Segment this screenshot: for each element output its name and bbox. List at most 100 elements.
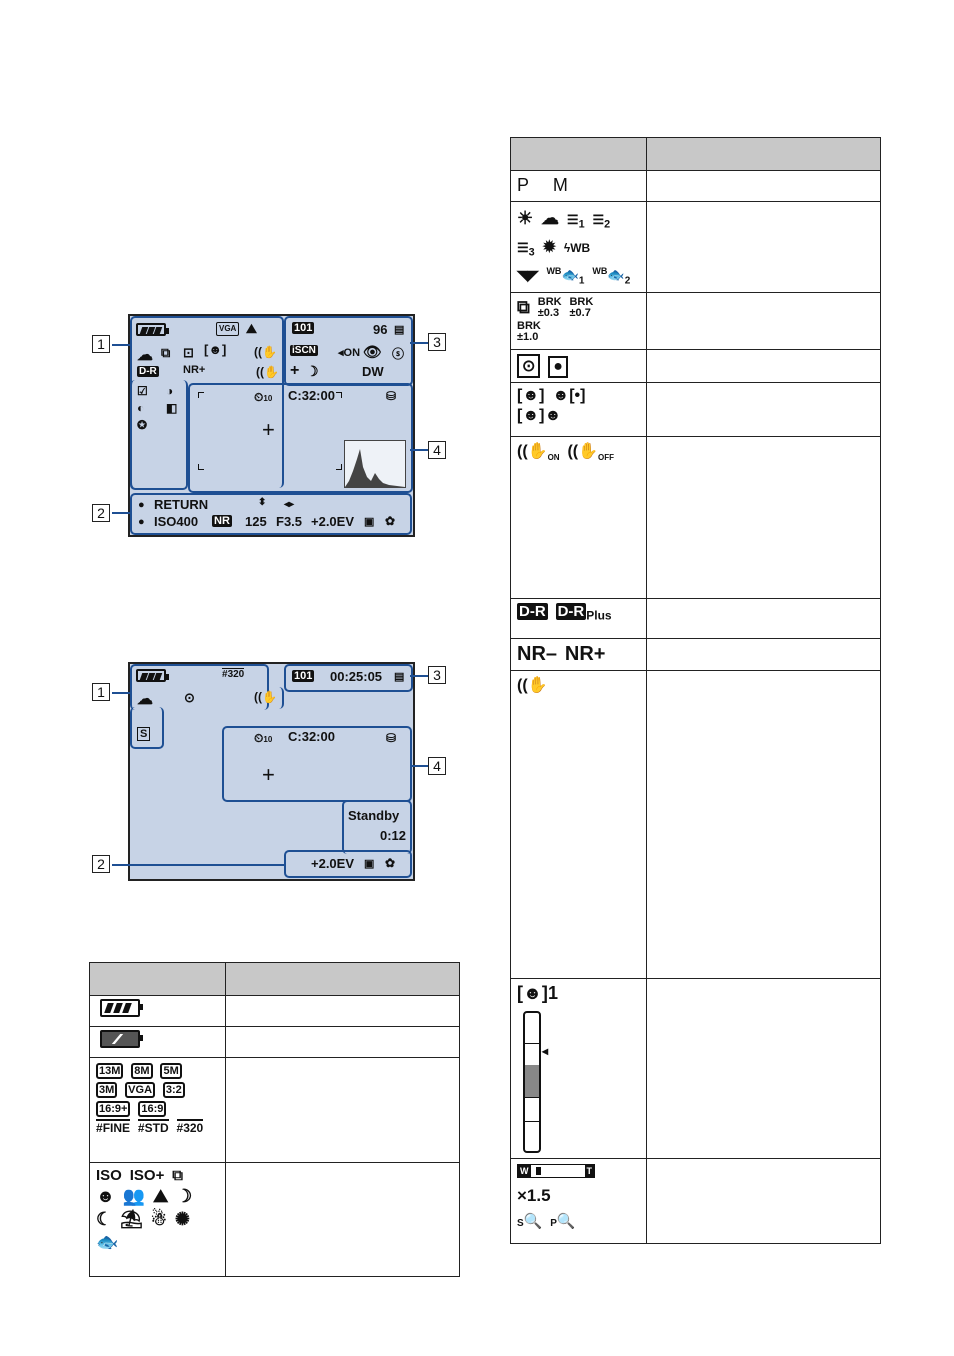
bullet-icon-1: ●: [138, 499, 145, 511]
movie-320-icon: #320: [176, 1119, 204, 1135]
smile-level-pointer-icon: ◂: [542, 1044, 549, 1058]
group-2-outline-2: [342, 800, 412, 854]
landscape-icon: ⛰: [153, 1186, 169, 1206]
image-size-5m-icon: 5M: [160, 1063, 182, 1079]
high-sensitivity-plus-icon: ISO+: [129, 1167, 165, 1184]
movie-std-icon: #STD: [137, 1119, 169, 1135]
underwater-wb-1-icon: WB🐟1: [546, 266, 585, 287]
self-timer-icon-2: ⏲10: [254, 731, 273, 745]
callout-3: 3: [428, 333, 446, 351]
multi-metering-icon: ⊙: [517, 354, 541, 378]
elapsed-time: 0:12: [380, 828, 407, 843]
leftright-arrow-icon: ◂▸: [284, 499, 295, 510]
af-range-cross-icon: +: [262, 417, 275, 442]
macro-icon: ✿: [385, 514, 396, 528]
left-table-header-1: [89, 962, 226, 996]
flash-level-icon: ✪: [137, 418, 148, 432]
scene-icon-2: S: [137, 727, 151, 741]
iso-value: ISO400: [154, 514, 199, 529]
return-label: RETURN: [154, 497, 209, 512]
callout-2: 2: [92, 504, 110, 522]
image-size-169-icon: 16:9: [138, 1101, 167, 1117]
program-mode-label: P: [517, 175, 530, 195]
table-row: ISO ISO+ ⧉ ☻ 👥 ⛰ ☽ ☾ ⛱ ☃ ✺ 🐟: [89, 1162, 226, 1277]
image-size-icon: VGA: [216, 322, 240, 336]
battery-icon: [136, 323, 169, 336]
time-remaining: C:32:00: [288, 388, 335, 403]
snow-icon: ☃: [150, 1209, 167, 1229]
callout-1: 1: [92, 335, 110, 353]
steadyshot-off-icon: ((✋OFF: [567, 443, 615, 463]
table-row: W T ×1.5 S🔍 P🔍: [510, 1158, 647, 1244]
daylight-wb-icon: ☀: [517, 208, 534, 228]
left-table-header-2: [225, 962, 460, 996]
cloudy-wb-icon-2: ☁: [137, 691, 153, 708]
high-sensitivity-icon: ISO: [96, 1167, 122, 1184]
underwater-wb-2-icon: WB🐟2: [592, 266, 631, 287]
saturation-icon: ◑: [166, 384, 174, 398]
callout-1-2: 1: [92, 683, 110, 701]
night-icon: ☾: [96, 1209, 113, 1229]
flash-icon: ⓢ: [392, 347, 405, 361]
spot-metering-icon: ⊡: [183, 345, 194, 360]
fluorescent-3-icon: ☰3: [517, 240, 535, 259]
image-size-3m-icon: 3M: [96, 1082, 118, 1098]
folder-icon: 101: [292, 322, 315, 334]
table-row: P M: [510, 170, 647, 202]
table-row: 13M 8M 5M 3M VGA 3:2 16:9+ 16:9 #FINE #S…: [89, 1057, 226, 1163]
updown-arrow-icon: ⬍: [258, 497, 267, 508]
dw-icon: DW: [362, 364, 384, 379]
callout-4: 4: [428, 441, 446, 459]
ev-value: +2.0EV: [311, 514, 355, 529]
group-1-lower: [130, 380, 188, 490]
folder-icon-2: 101: [292, 670, 315, 682]
memory-stick-icon: ⛁: [386, 389, 397, 403]
cloudy-wb-icon: ☁: [137, 347, 153, 364]
movie-quality-icon: #320: [222, 668, 245, 680]
callout-4-2: 4: [428, 757, 446, 775]
group-1-mid-2: [130, 687, 284, 709]
landscape-icon: ⛰: [246, 321, 257, 336]
burst-icon: ⧉: [517, 297, 530, 317]
image-size-32-icon: 3:2: [162, 1082, 185, 1098]
smile-sensitivity-gauge: [523, 1011, 541, 1153]
right-table-header-1: [510, 137, 647, 171]
memory-stick-icon-2: ⛁: [386, 731, 397, 745]
image-size-169plus-icon: 16:9+: [96, 1101, 131, 1117]
ev-value-2: +2.0EV: [311, 856, 355, 871]
portrait-icon: 👥: [122, 1186, 146, 1206]
aperture: F3.5: [276, 514, 303, 529]
af-range-cross-icon-2: +: [262, 762, 275, 787]
zoom-scale-label: ×1.5: [517, 1186, 551, 1205]
fluorescent-2-icon: ☰2: [592, 212, 611, 231]
af-mode-icon: ▣: [364, 516, 375, 528]
group-1-lower-2: [130, 707, 164, 749]
table-row: [☻] ☻[•] [☻]☻: [510, 382, 647, 437]
table-row: [89, 995, 226, 1027]
night-portrait-icon: ☽: [176, 1186, 193, 1206]
macro-icon-2: ✿: [385, 856, 396, 870]
smile-detect-icon: [☻]1: [517, 983, 558, 1003]
beach-icon: ⛱: [120, 1209, 143, 1229]
memory-icon-2: ▤: [394, 671, 405, 683]
contrast-icon: ◐: [137, 401, 145, 415]
red-eye-icon: 👁: [363, 344, 383, 361]
steadyshot-on-icon: ((✋ON: [517, 443, 560, 463]
face-detect-icon: [☻]: [517, 387, 545, 404]
face-detect-child-icon: ☻[•]: [552, 387, 586, 404]
right-table: P M ☀ ☁ ☰1 ☰2 ☰3 ✹ ϟWB ◥◤ WB🐟1 WB🐟2 ⧉ BR…: [510, 137, 881, 1244]
group-2-outline: [130, 493, 412, 535]
cloudy-wb-icon: ☁: [541, 208, 560, 228]
movie-fine-icon: #FINE: [96, 1119, 131, 1135]
focus-cross-icon: +: [290, 362, 300, 379]
dro-icon: D-R: [517, 603, 548, 620]
image-size-8m-icon: 8M: [131, 1063, 153, 1079]
burst-icon: ⧉: [161, 345, 171, 360]
incandescent-icon: ✹: [542, 239, 556, 256]
zoom-bar: W T: [517, 1164, 595, 1178]
spot-metering-icon: ●: [548, 356, 568, 378]
table-row: NR– NR+: [510, 638, 647, 671]
nr-plus-icon: NR+: [564, 643, 606, 665]
flash-wb-icon: ϟWB: [563, 241, 591, 255]
shake-warning-icon: ((✋: [517, 677, 548, 694]
